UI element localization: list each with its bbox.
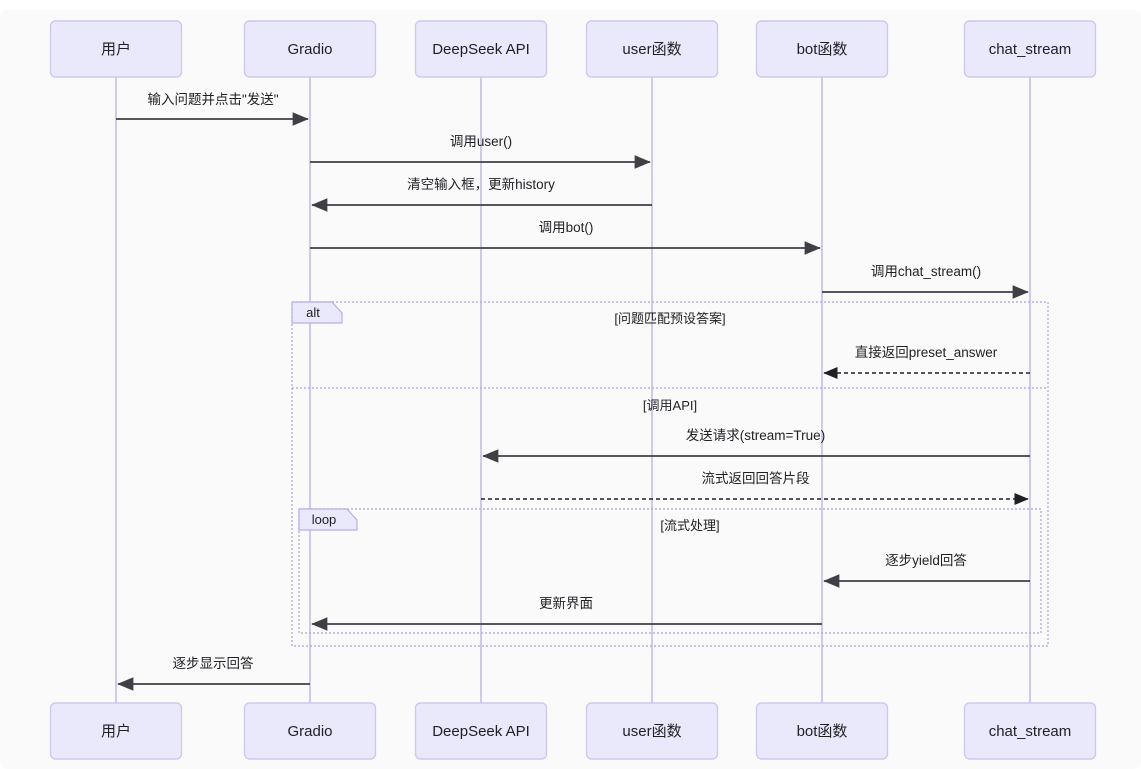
message-label-m10: 更新界面: [539, 596, 593, 611]
participant-box[interactable]: [49, 702, 183, 760]
participant-bottom-bot_fn[interactable]: bot函数: [755, 702, 889, 760]
message-m8: 流式返回回答片段: [481, 470, 1029, 506]
frame-tab-label-loop: loop: [312, 512, 337, 527]
message-label-m6: 直接返回preset_answer: [855, 344, 998, 360]
participant-label: chat_stream: [989, 723, 1072, 740]
frame-condition-label: [调用API]: [643, 398, 697, 413]
message-label-m9: 逐步yield回答: [885, 552, 967, 568]
message-m2: 调用user(): [310, 134, 651, 169]
participant-bottom-user[interactable]: 用户: [49, 702, 183, 760]
message-m5: 调用chat_stream(): [822, 264, 1029, 299]
participant-box[interactable]: [414, 20, 548, 78]
participant-box[interactable]: [585, 20, 719, 78]
frame-tab-label-alt: alt: [306, 305, 320, 320]
messages-group: 输入问题并点击"发送" 调用user() 清空输入框，更新history 调用bot(…: [116, 92, 1030, 691]
message-label-m2: 调用user(): [450, 134, 512, 149]
participant-box[interactable]: [585, 702, 719, 760]
lifelines-group: [115, 77, 1031, 703]
message-label-m11: 逐步显示回答: [173, 655, 254, 671]
frame-tab-loop: [298, 508, 358, 531]
participant-label: Gradio: [287, 41, 332, 58]
participant-box[interactable]: [963, 702, 1097, 760]
message-m4: 调用bot(): [310, 220, 821, 255]
participant-label: Gradio: [287, 723, 332, 740]
diagram-canvas-background: [0, 10, 1141, 769]
participant-label: 用户: [101, 723, 131, 740]
participant-bottom-chat_stream[interactable]: chat_stream: [963, 702, 1097, 760]
frame-tab-alt: [291, 301, 343, 324]
participant-bottom-user_fn[interactable]: user函数: [585, 702, 719, 760]
message-m3: 清空输入框，更新history: [311, 177, 652, 212]
participant-top-user[interactable]: 用户: [49, 20, 183, 78]
frame-condition-label: [问题匹配预设答案]: [614, 311, 725, 326]
frames-group: [问题匹配预设答案] [调用API] alt [流式处理] loop: [291, 301, 1049, 647]
participant-label: DeepSeek API: [432, 723, 530, 740]
frame-border-alt: [291, 301, 1049, 647]
message-label-m7: 发送请求(stream=True): [686, 428, 825, 443]
participant-label: DeepSeek API: [432, 41, 530, 58]
participant-box[interactable]: [49, 20, 183, 78]
frame-loop: [流式处理] loop: [298, 508, 1042, 634]
participant-top-gradio[interactable]: Gradio: [243, 20, 377, 78]
participant-label: bot函数: [797, 723, 848, 740]
message-m11: 逐步显示回答: [117, 655, 310, 691]
message-m9: 逐步yield回答: [823, 552, 1030, 588]
frame-alt: [问题匹配预设答案] [调用API] alt: [291, 301, 1049, 647]
participant-box[interactable]: [963, 20, 1097, 78]
message-m1: 输入问题并点击"发送": [116, 92, 309, 126]
frame-border-loop: [298, 508, 1042, 634]
participant-box[interactable]: [414, 702, 548, 760]
message-label-m5: 调用chat_stream(): [871, 264, 981, 279]
participant-box[interactable]: [243, 702, 377, 760]
message-label-m3: 清空输入框，更新history: [407, 177, 555, 192]
participant-box[interactable]: [755, 20, 889, 78]
participant-label: chat_stream: [989, 41, 1072, 58]
participant-box[interactable]: [755, 702, 889, 760]
message-label-m8: 流式返回回答片段: [702, 470, 810, 486]
participant-label: user函数: [622, 41, 681, 58]
participant-top-deepseek[interactable]: DeepSeek API: [414, 20, 548, 78]
message-label-m4: 调用bot(): [539, 220, 594, 235]
message-label-m1: 输入问题并点击"发送": [147, 92, 278, 107]
message-m7: 发送请求(stream=True): [482, 428, 1030, 463]
participant-top-user_fn[interactable]: user函数: [585, 20, 719, 78]
participant-label: 用户: [101, 41, 131, 58]
message-m6: 直接返回preset_answer: [823, 344, 1030, 380]
participant-top-bot_fn[interactable]: bot函数: [755, 20, 889, 78]
participant-box[interactable]: [243, 20, 377, 78]
frame-condition-label: [流式处理]: [660, 518, 719, 533]
message-m10: 更新界面: [311, 596, 822, 631]
participant-label: bot函数: [797, 41, 848, 58]
participant-bottom-gradio[interactable]: Gradio: [243, 702, 377, 760]
participant-bottom-deepseek[interactable]: DeepSeek API: [414, 702, 548, 760]
participant-top-chat_stream[interactable]: chat_stream: [963, 20, 1097, 78]
participant-label: user函数: [622, 723, 681, 740]
